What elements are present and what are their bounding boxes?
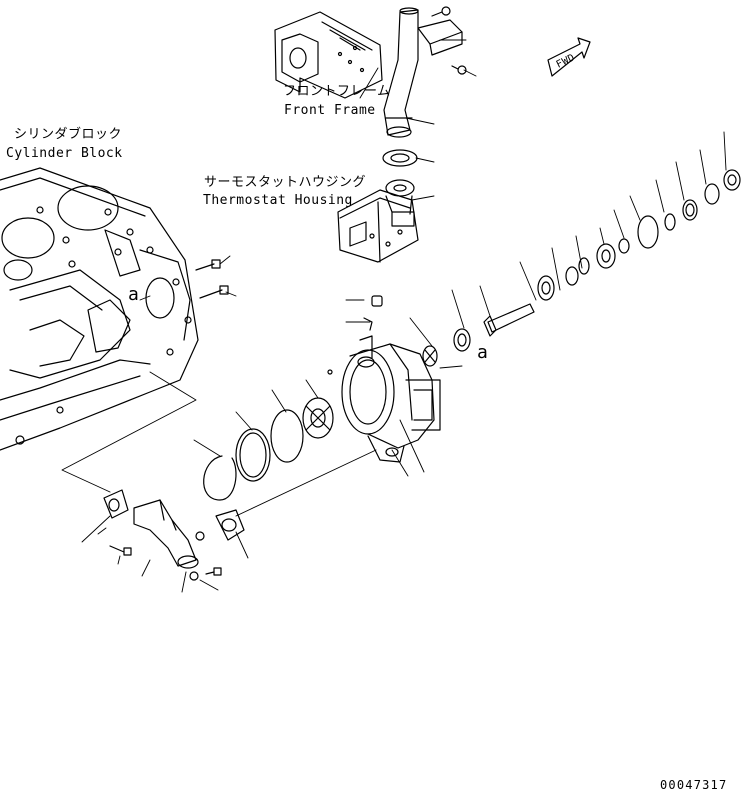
drawing-number: 00047317 (660, 778, 728, 792)
cylinder-block (0, 168, 198, 450)
block-bolts (196, 260, 228, 298)
washer (619, 239, 629, 253)
cylinder-block-label-en: Cylinder Block (6, 146, 123, 161)
cylinder-block-label-jp: シリンダブロック (14, 127, 123, 142)
front-pipe (384, 8, 418, 137)
seal-small (665, 214, 675, 230)
fwd-arrow-marker (548, 38, 590, 76)
elbow-pipe (104, 490, 204, 568)
bearing-end (683, 200, 697, 220)
thermostat-housing (338, 180, 418, 262)
thermostat-housing-label-en: Thermostat Housing (203, 193, 353, 208)
reference-mark-a-housing: a (477, 342, 488, 363)
impeller (303, 398, 333, 438)
o-ring-large-1 (271, 410, 303, 462)
pump-shaft (484, 304, 534, 336)
pipe-gasket (383, 150, 417, 166)
snap-ring-small (566, 267, 578, 285)
o-ring-medium (638, 216, 658, 248)
spacer-ring (579, 258, 589, 274)
water-pump-housing (342, 336, 440, 462)
front-frame-label-jp: フロントフレーム (283, 84, 391, 99)
snap-ring (204, 456, 236, 500)
pipe-clamp (418, 7, 466, 74)
bearing-large (538, 276, 554, 300)
housing-screws (328, 296, 382, 374)
outlet-gasket (216, 510, 244, 540)
seal-ring (423, 346, 437, 366)
bearing-small (454, 329, 470, 351)
reference-mark-a-block: a (128, 284, 139, 305)
leader-lines (62, 40, 726, 592)
thermostat-housing-label-jp: サーモスタットハウジング (204, 175, 367, 190)
front-frame-label-en: Front Frame (284, 103, 376, 118)
cap-end (724, 170, 740, 190)
elbow-bolts (110, 546, 221, 580)
gear (597, 244, 615, 268)
o-ring-large-2 (236, 429, 270, 481)
seal-end (705, 184, 719, 204)
front-frame-bracket (275, 12, 382, 98)
